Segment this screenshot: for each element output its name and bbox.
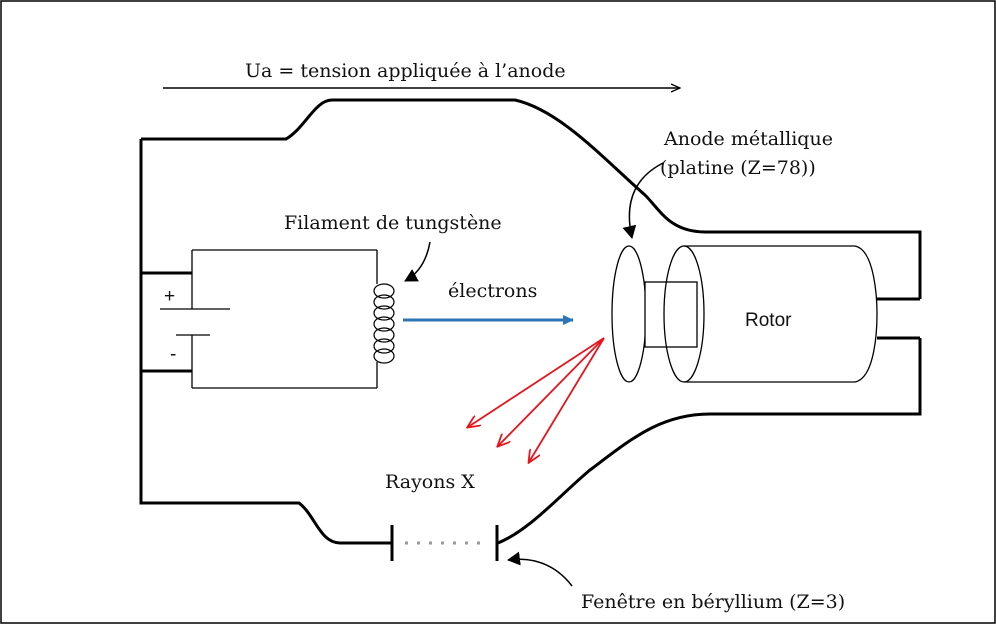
minus-sign: - — [170, 344, 176, 365]
battery-icon — [160, 308, 230, 336]
rotor-body — [684, 245, 878, 383]
tube-envelope-left — [139, 139, 392, 545]
anode-pointer-arrow — [622, 162, 664, 239]
anode-label-line2: (platine (Z=78)) — [660, 157, 816, 179]
voltage-label: Ua = tension appliquée à l’anode — [245, 60, 566, 82]
xray-arrow — [529, 337, 605, 462]
xray-arrow — [498, 337, 605, 446]
anode-stem — [644, 281, 698, 348]
xray-arrow — [468, 337, 605, 427]
xray-arrows — [468, 337, 605, 462]
window-label: Fenêtre en béryllium (Z=3) — [581, 591, 845, 613]
xrays-label: Rayons X — [385, 471, 475, 493]
filament-coil-icon — [373, 283, 395, 364]
tube-envelope-top — [141, 98, 922, 299]
tube-envelope-bottom — [497, 338, 922, 545]
anode-label-line1: Anode métallique — [663, 128, 833, 150]
anode-assembly — [611, 245, 878, 383]
window-pointer-arrow — [507, 551, 573, 587]
plus-sign: + — [164, 286, 175, 307]
rotor-label: Rotor — [745, 310, 792, 331]
filament-pointer-arrow — [404, 241, 431, 282]
electrons-label: électrons — [448, 280, 537, 302]
anode-disc — [611, 245, 647, 383]
filament-label: Filament de tungstène — [284, 212, 502, 234]
